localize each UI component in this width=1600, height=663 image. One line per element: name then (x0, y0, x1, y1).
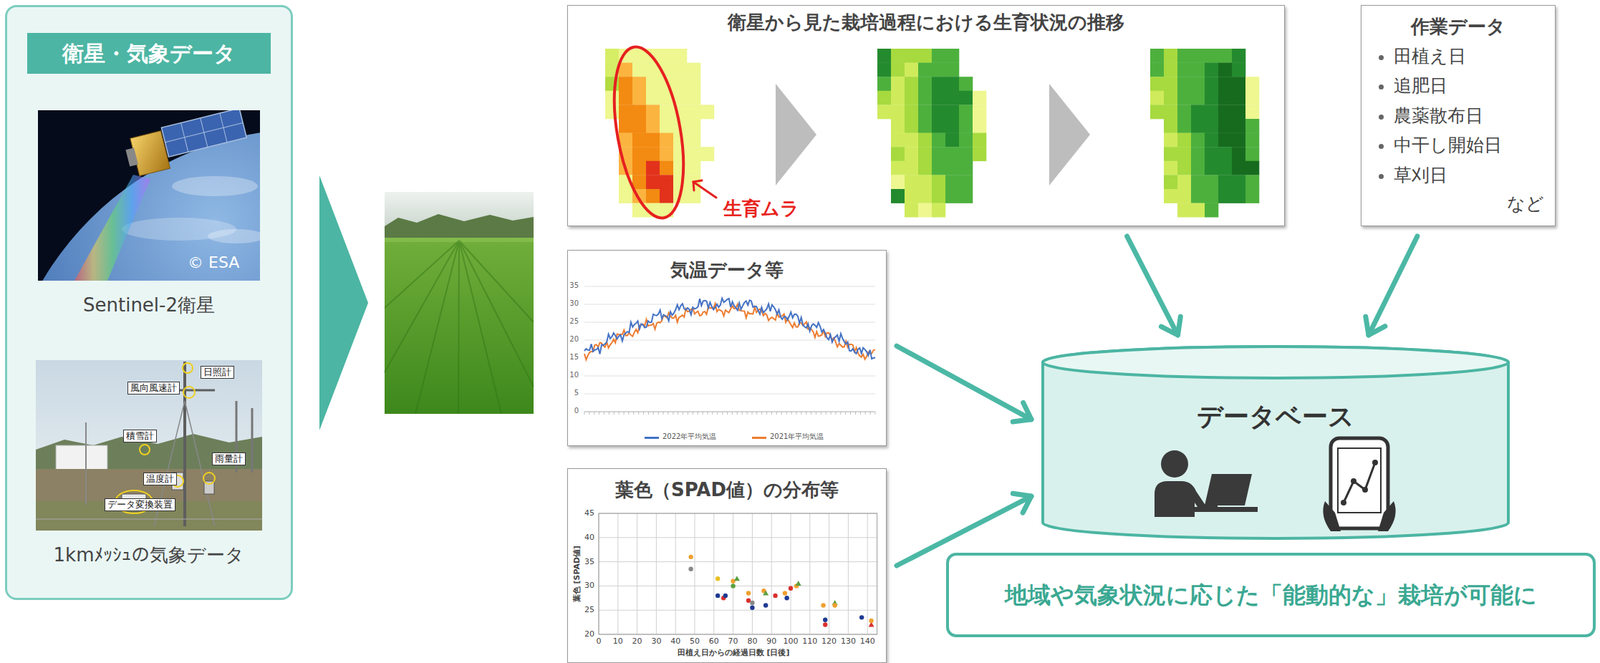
flow-arrow (1127, 236, 1182, 336)
axis-tick: 40 (584, 532, 595, 543)
user-laptop-icon (1154, 450, 1258, 518)
axis-tick: 20 (569, 335, 579, 344)
step-arrow (775, 83, 817, 186)
photo-label: 風向風速計 (127, 381, 180, 395)
axis-tick: 70 (728, 636, 739, 647)
bullet-dot (1378, 143, 1384, 149)
photo-label: 日照計 (200, 365, 235, 379)
callout-arrow (693, 180, 717, 198)
axis-tick: 0 (574, 406, 579, 416)
node-title: 地域や気象状況に応じた「能動的な」栽培が可能に (948, 581, 1593, 609)
flow-arrow (1365, 236, 1418, 336)
step-arrow (1049, 83, 1091, 186)
axis-tick: 130 (840, 636, 856, 647)
legend-swatch (644, 436, 659, 440)
spad-scatter-chart (598, 513, 878, 635)
axis-tick: 5 (574, 388, 579, 398)
bullet-dot (1378, 84, 1384, 90)
growth-map (877, 48, 987, 218)
photo-label: データ変換装置 (104, 498, 176, 512)
axis-tick: 90 (766, 636, 777, 647)
spad-chart-box: 葉色（SPAD値）の分布等 (567, 468, 887, 663)
work-data-box: 作業データ田植え日追肥日農薬散布日中干し開始日草刈日など (1360, 5, 1556, 227)
callout-label: 生育ムラ (723, 197, 800, 220)
node-title: 作業データ (1361, 15, 1555, 38)
growth-map (605, 48, 715, 218)
axis-title: 葉色 [SPAD値] (572, 545, 582, 604)
axis-tick: 100 (783, 636, 799, 647)
axis-tick: 40 (670, 636, 681, 647)
node-title: 衛星・気象データ (27, 32, 271, 74)
database-node-art (1042, 346, 1509, 539)
flow-arrow (896, 345, 1032, 422)
node-text: 田植え日 (1393, 45, 1552, 68)
node-title: 気温データ等 (567, 259, 886, 282)
database-node: データベース (1042, 346, 1509, 539)
axis-tick: 35 (569, 281, 579, 291)
axis-tick: 15 (569, 353, 579, 362)
axis-title: 田植え日からの経過日数 [日後] (677, 648, 790, 658)
node-title: 衛星から見た栽培過程における生育状況の推移 (567, 11, 1285, 34)
legend-swatch (752, 436, 767, 440)
bullet-dot (1378, 114, 1384, 120)
node-text: Sentinel-2衛星 (7, 294, 291, 317)
node-text: 中干し開始日 (1393, 134, 1552, 157)
axis-tick: 30 (584, 580, 595, 591)
axis-tick: 25 (584, 605, 595, 615)
node-text: 草刈日 (1393, 164, 1552, 187)
rice-field-photo (384, 191, 534, 414)
node-text: など (1361, 193, 1545, 215)
growth-map-box: 衛星から見た栽培過程における生育状況の推移 (567, 5, 1285, 227)
axis-tick: 50 (689, 636, 700, 647)
axis-tick: 30 (569, 299, 579, 308)
axis-tick: 20 (584, 629, 595, 639)
axis-tick: 20 (632, 636, 643, 647)
temperature-chart (584, 286, 876, 415)
axis-tick: 25 (569, 317, 579, 326)
axis-tick: 110 (802, 636, 818, 647)
photo-label: 温度計 (143, 472, 177, 486)
node-text: 追肥日 (1393, 75, 1552, 97)
temperature-chart-box: 気温データ等 (567, 249, 887, 447)
axis-tick: 80 (747, 636, 758, 647)
axis-tick: 0 (596, 636, 602, 647)
legend-text: 2022年平均気温 (662, 432, 717, 442)
node-title: 葉色（SPAD値）の分布等 (567, 479, 886, 502)
result-box: 地域や気象状況に応じた「能動的な」栽培が可能に (946, 552, 1596, 638)
growth-map (1150, 48, 1260, 218)
smartphone-icon (1322, 438, 1396, 532)
bullet-dot (1378, 55, 1384, 61)
legend-text: 2021年平均気温 (769, 432, 824, 442)
axis-tick: 10 (613, 636, 624, 647)
bullet-dot (1378, 174, 1384, 180)
axis-tick: 30 (651, 636, 662, 647)
photo-label: 積雪計 (123, 429, 157, 443)
axis-tick: 60 (709, 636, 720, 647)
flow-chevron (319, 175, 369, 431)
node-text: 農薬散布日 (1393, 105, 1552, 127)
axis-tick: 45 (584, 508, 595, 518)
node-text: 1kmﾒｯｼｭの気象データ (7, 544, 291, 567)
axis-tick: 120 (821, 636, 837, 647)
highlight-ellipse (603, 41, 696, 224)
growth-map-box-art (567, 5, 1286, 228)
photo-label: © ESA (187, 253, 240, 273)
database-cylinder (1042, 346, 1509, 539)
axis-tick: 140 (860, 636, 876, 647)
axis-tick: 35 (584, 557, 595, 567)
satellite-photo (37, 110, 260, 281)
photo-label: 雨量計 (211, 452, 246, 466)
node-title: データベース (1042, 401, 1509, 432)
axis-tick: 10 (569, 370, 579, 380)
weather-station-photo (35, 360, 263, 531)
